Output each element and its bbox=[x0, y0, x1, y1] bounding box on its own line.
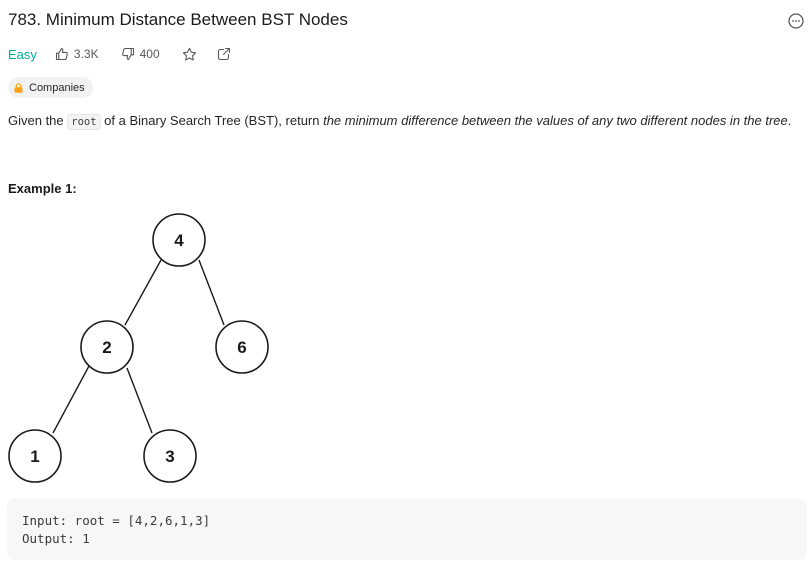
lock-icon bbox=[14, 82, 23, 93]
problem-title: 783. Minimum Distance Between BST Nodes bbox=[8, 10, 348, 29]
edge-2-3 bbox=[126, 367, 153, 434]
star-icon bbox=[182, 47, 196, 61]
problem-description: Given the root of a Binary Search Tree (… bbox=[8, 113, 792, 130]
thumbs-up-icon bbox=[55, 48, 68, 61]
bst-diagram: 4 2 6 1 3 bbox=[8, 213, 269, 483]
favorite-button[interactable] bbox=[182, 47, 197, 62]
ellipsis-icon bbox=[788, 13, 804, 29]
more-options-button[interactable] bbox=[787, 12, 805, 30]
node-4-circle bbox=[152, 213, 206, 267]
edge-4-6 bbox=[198, 259, 225, 326]
example-output: Output: 1 bbox=[22, 531, 90, 546]
dislike-count: 400 bbox=[139, 47, 160, 61]
like-button[interactable]: 3.3K bbox=[55, 47, 99, 61]
edge-4-2 bbox=[124, 259, 162, 326]
dislike-button[interactable]: 400 bbox=[121, 47, 160, 61]
problem-meta: Easy 3.3K 400 bbox=[8, 44, 251, 64]
description-emphasis: the minimum difference between the value… bbox=[323, 113, 788, 128]
node-1-circle bbox=[8, 429, 62, 483]
companies-tag[interactable]: Companies bbox=[8, 77, 93, 98]
node-3-label: 3 bbox=[165, 447, 174, 466]
example-title: Example 1: bbox=[8, 181, 77, 196]
example-input: Input: root = [4,2,6,1,3] bbox=[22, 513, 211, 528]
node-6-label: 6 bbox=[237, 338, 246, 357]
node-3-circle bbox=[143, 429, 197, 483]
node-6-circle bbox=[215, 320, 269, 374]
node-2-circle bbox=[80, 320, 134, 374]
description-before: Given the bbox=[8, 113, 68, 128]
example-code-block: Input: root = [4,2,6,1,3] Output: 1 bbox=[7, 498, 807, 560]
node-2-label: 2 bbox=[102, 338, 111, 357]
like-count: 3.3K bbox=[73, 47, 99, 61]
edge-2-1 bbox=[52, 365, 90, 434]
node-1-label: 1 bbox=[30, 447, 39, 466]
share-icon bbox=[217, 47, 230, 61]
companies-label: Companies bbox=[29, 81, 85, 94]
node-4-label: 4 bbox=[174, 231, 184, 250]
share-button[interactable] bbox=[217, 47, 231, 61]
description-after: . bbox=[787, 113, 792, 128]
difficulty-badge: Easy bbox=[8, 46, 37, 62]
description-middle: of a Binary Search Tree (BST), return bbox=[100, 113, 324, 128]
thumbs-down-icon bbox=[121, 47, 134, 60]
root-code: root bbox=[67, 114, 101, 130]
